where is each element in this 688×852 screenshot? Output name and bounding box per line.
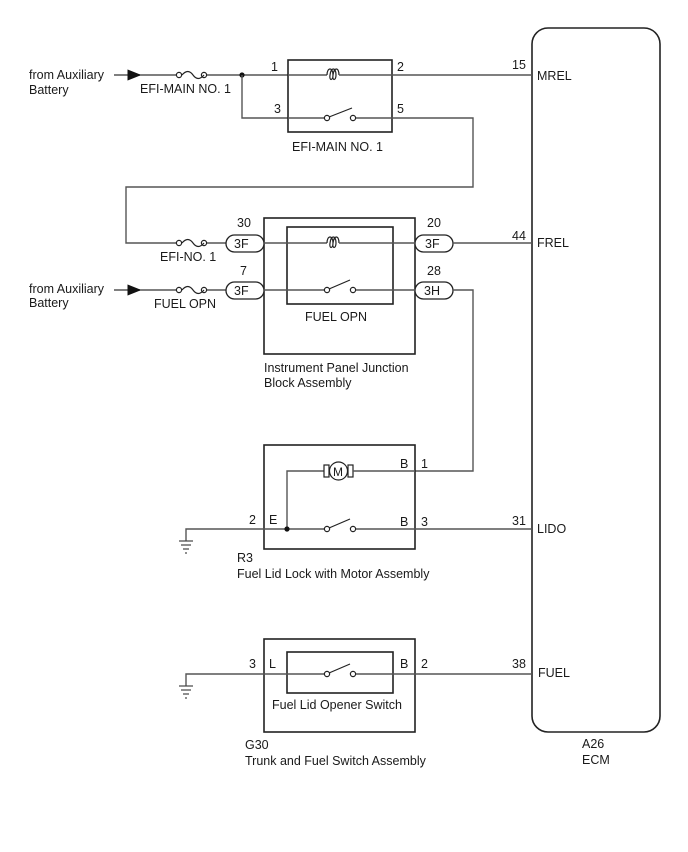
connector-code: 3F bbox=[234, 284, 249, 298]
relay-pin-2: 2 bbox=[397, 60, 404, 74]
switch-pin-3: 3 bbox=[249, 657, 256, 671]
switch-icon bbox=[323, 107, 357, 122]
motor-icon: M bbox=[323, 461, 354, 481]
lock-pin-2: 2 bbox=[249, 513, 256, 527]
ecm-name: ECM bbox=[582, 753, 610, 767]
junction-block-label-1: Instrument Panel Junction bbox=[264, 361, 409, 375]
switch-icon bbox=[323, 663, 357, 678]
relay-pin-5: 5 bbox=[397, 102, 404, 116]
terminal-l: L bbox=[269, 657, 276, 671]
fuel-lid-opener-label: Fuel Lid Opener Switch bbox=[272, 698, 402, 712]
fuse-label-efi-no1: EFI-NO. 1 bbox=[160, 250, 216, 264]
fuel-lid-opener-switch-box bbox=[286, 651, 394, 694]
connector-code: 3H bbox=[424, 284, 440, 298]
relay-efi-main-box bbox=[287, 59, 393, 133]
fuse-icon bbox=[175, 238, 208, 248]
lock-pin-3: 3 bbox=[421, 515, 428, 529]
fuel-lid-lock-code: R3 bbox=[237, 551, 253, 565]
coil-icon bbox=[326, 236, 340, 249]
wire bbox=[415, 289, 474, 472]
relay-fuel-opn-box bbox=[286, 226, 394, 305]
source-label-2a: from Auxiliary bbox=[29, 282, 105, 296]
junction-dot bbox=[284, 526, 290, 532]
fuse-icon bbox=[175, 285, 208, 295]
fuse-icon bbox=[175, 70, 208, 80]
terminal-e: E bbox=[269, 513, 277, 527]
ecm-signal-fuel: FUEL bbox=[538, 666, 570, 680]
ecm-pin-38: 38 bbox=[512, 657, 526, 671]
fuse-label-fuel-opn: FUEL OPN bbox=[154, 297, 216, 311]
junction-block-label-2: Block Assembly bbox=[264, 376, 352, 390]
ecm-code: A26 bbox=[582, 737, 604, 751]
ecm-pin-44: 44 bbox=[512, 229, 526, 243]
wire bbox=[125, 117, 474, 244]
connector-pin-20: 20 bbox=[427, 216, 441, 230]
terminal-b1: B bbox=[400, 457, 408, 471]
ecm-pin-31: 31 bbox=[512, 514, 526, 528]
opener-switch-name: Trunk and Fuel Switch Assembly bbox=[245, 754, 427, 768]
ecm-signal-lido: LIDO bbox=[537, 522, 566, 536]
wire bbox=[286, 470, 324, 529]
junction-block-box bbox=[263, 217, 416, 355]
fuel-lid-lock-box bbox=[263, 444, 416, 550]
trunk-fuel-switch-box bbox=[263, 638, 416, 733]
ecm-pin-15: 15 bbox=[512, 58, 526, 72]
ecm-signal-mrel: MREL bbox=[537, 69, 572, 83]
ecm-signal-frel: FREL bbox=[537, 236, 569, 250]
switch-icon bbox=[323, 518, 357, 533]
wire bbox=[185, 673, 324, 686]
switch-icon bbox=[323, 279, 357, 294]
connector-code: 3F bbox=[234, 237, 249, 251]
connector-pin-30: 30 bbox=[237, 216, 251, 230]
terminal-b: B bbox=[400, 657, 408, 671]
wire bbox=[185, 528, 324, 541]
opener-switch-code: G30 bbox=[245, 738, 269, 752]
ecm-box bbox=[531, 27, 661, 733]
relay-pin-3: 3 bbox=[274, 102, 281, 116]
fuel-lid-lock-name: Fuel Lid Lock with Motor Assembly bbox=[237, 567, 430, 581]
switch-pin-2: 2 bbox=[421, 657, 428, 671]
relay-label-fuel-opn: FUEL OPN bbox=[305, 310, 367, 324]
motor-symbol: M bbox=[333, 465, 343, 479]
source-label-1b: Battery bbox=[29, 83, 69, 97]
connector-pin-7: 7 bbox=[240, 264, 247, 278]
relay-pin-1: 1 bbox=[271, 60, 278, 74]
terminal-b3: B bbox=[400, 515, 408, 529]
source-label-1a: from Auxiliary bbox=[29, 68, 105, 82]
lock-pin-1: 1 bbox=[421, 457, 428, 471]
connector-pin-28: 28 bbox=[427, 264, 441, 278]
connector-code: 3F bbox=[425, 237, 440, 251]
ground-icon bbox=[179, 540, 193, 554]
coil-icon bbox=[326, 68, 340, 81]
relay-label-efi-main: EFI-MAIN NO. 1 bbox=[292, 140, 383, 154]
fuse-label-efi-main: EFI-MAIN NO. 1 bbox=[140, 82, 231, 96]
ground-icon bbox=[179, 685, 193, 699]
wire bbox=[241, 75, 288, 119]
source-label-2b: Battery bbox=[29, 296, 69, 310]
